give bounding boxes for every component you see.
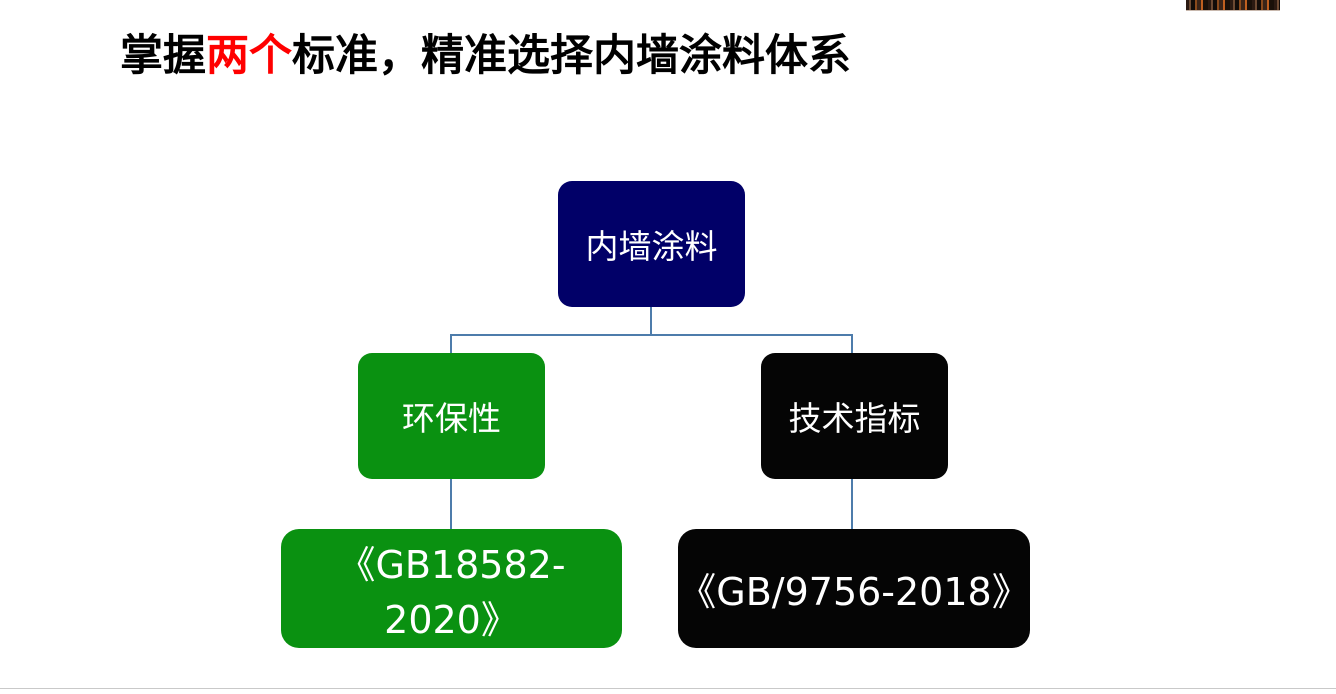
connector-right-branch (851, 334, 853, 354)
node-root-label: 内墙涂料 (585, 227, 718, 266)
node-leaf-standard-gb9756[interactable]: 《GB/9756-2018》 (678, 529, 1030, 648)
node-branch-environmental[interactable]: 环保性 (358, 353, 545, 479)
node-branch-environmental-label: 环保性 (402, 399, 501, 438)
connector-right-leaf (851, 479, 853, 530)
page-title-highlight: 两个 (206, 31, 292, 81)
connector-left-leaf (450, 479, 452, 530)
connector-left-branch (450, 334, 452, 354)
node-branch-technical-index[interactable]: 技术指标 (761, 353, 948, 479)
node-branch-technical-index-label: 技术指标 (788, 399, 921, 438)
cropped-photo-strip (1186, 0, 1280, 11)
page-title-prefix: 掌握 (120, 31, 206, 81)
connector-horizontal-split (450, 334, 853, 336)
node-leaf-standard-gb18582[interactable]: 《GB18582-2020》 (281, 529, 622, 648)
node-leaf-standard-gb18582-label: 《GB18582-2020》 (337, 542, 566, 642)
bottom-divider (0, 688, 1336, 689)
page-title: 掌握两个标准，精准选择内墙涂料体系 (120, 31, 851, 81)
page-title-suffix: 标准，精准选择内墙涂料体系 (292, 31, 851, 81)
node-root-interior-wall-paint[interactable]: 内墙涂料 (558, 181, 745, 307)
connector-root-down (650, 307, 652, 335)
node-leaf-standard-gb9756-label: 《GB/9756-2018》 (678, 570, 1030, 614)
